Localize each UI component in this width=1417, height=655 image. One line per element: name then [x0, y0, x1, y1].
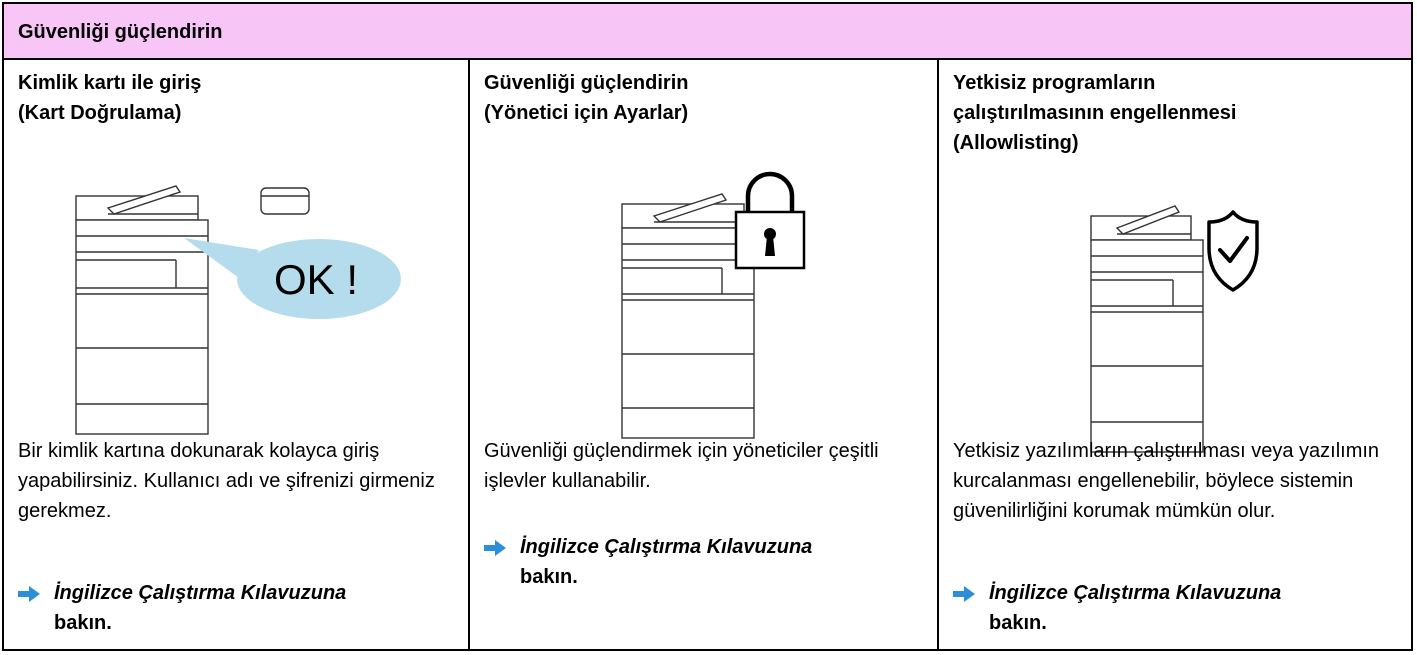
- column-description: Yetkisiz yazılımların çalıştırılması vey…: [953, 440, 1380, 522]
- printer-icon: [621, 193, 755, 439]
- panel-header: Güvenliği güçlendirin: [4, 4, 1411, 60]
- arrow-right-icon: [484, 540, 506, 556]
- id-card-icon: [260, 187, 310, 215]
- card-authentication-column: Kimlik kartı ile giriş (Kart Doğrulama): [4, 60, 470, 649]
- arrow-right-icon: [953, 586, 975, 602]
- printer-lock-illustration: [621, 171, 806, 439]
- manual-link[interactable]: İngilizce Çalıştırma Kılavuzuna: [989, 582, 1282, 604]
- column-title: Güvenliği güçlendirin (Yönetici için Aya…: [484, 72, 689, 124]
- shield-check-icon: [1207, 210, 1259, 292]
- printer-card-illustration: OK !: [75, 185, 401, 435]
- panel-title: Güvenliği güçlendirin: [18, 21, 223, 43]
- manual-link-suffix: bakın.: [520, 566, 578, 588]
- printer-shield-illustration: [1090, 205, 1259, 453]
- allowlisting-column: Yetkisiz programların çalıştırılmasının …: [939, 60, 1411, 649]
- column-description: Bir kimlik kartına dokunarak kolayca gir…: [18, 440, 435, 522]
- ok-speech-bubble: OK !: [184, 238, 401, 319]
- padlock-icon: [734, 171, 806, 270]
- column-description: Güvenliği güçlendirmek için yöneticiler …: [484, 440, 879, 492]
- manual-link[interactable]: İngilizce Çalıştırma Kılavuzuna: [520, 536, 813, 558]
- manual-link-suffix: bakın.: [54, 612, 112, 634]
- manual-link[interactable]: İngilizce Çalıştırma Kılavuzuna: [54, 582, 347, 604]
- arrow-right-icon: [18, 586, 40, 602]
- printer-icon: [75, 185, 209, 435]
- column-title: Yetkisiz programların çalıştırılmasının …: [953, 72, 1237, 154]
- manual-link-suffix: bakın.: [989, 612, 1047, 634]
- bubble-text: OK !: [274, 256, 358, 303]
- admin-settings-column: Güvenliği güçlendirin (Yönetici için Aya…: [470, 60, 939, 649]
- column-title: Kimlik kartı ile giriş (Kart Doğrulama): [18, 72, 202, 124]
- printer-icon: [1090, 205, 1204, 453]
